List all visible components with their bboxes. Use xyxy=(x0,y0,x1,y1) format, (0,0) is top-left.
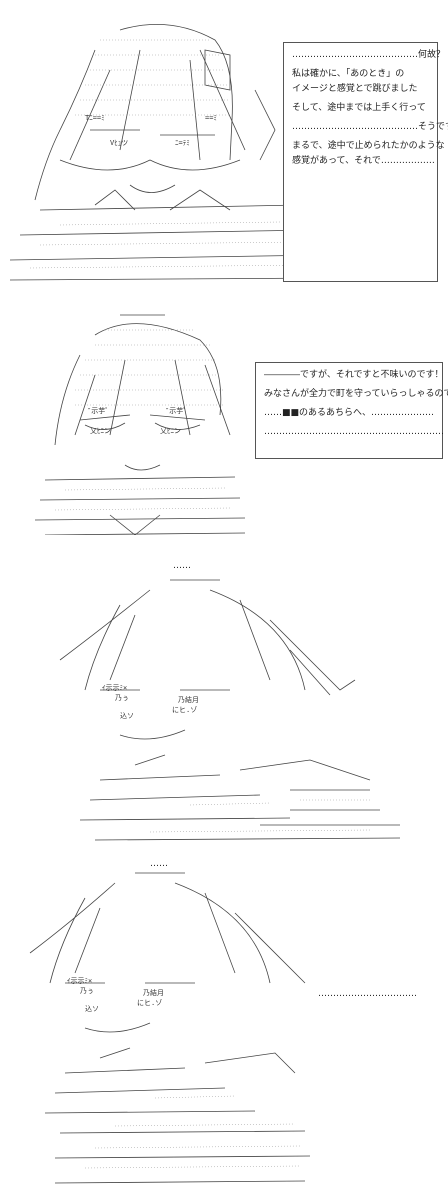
art-text: 込ソ xyxy=(85,1004,99,1013)
bubble-line: イメージと感覚とで跳びました xyxy=(292,84,418,94)
svg-text:乂ﾋﾆン: 乂ﾋﾆン xyxy=(160,427,181,435)
svg-text:″示芋ﾟ: ″示芋ﾟ xyxy=(165,407,187,415)
ellipsis-text: …………………………… xyxy=(318,989,417,999)
art-text: にヒ.ゾ xyxy=(172,706,197,714)
art-text: 乃ぅ xyxy=(115,694,129,702)
bubble-line: 感覚があって、それで……………… xyxy=(292,156,435,166)
svg-text:ﾆ=ﾃﾐ: ﾆ=ﾃﾐ xyxy=(175,139,190,147)
svg-text:Vﾋｭツ: Vﾋｭツ xyxy=(110,139,128,147)
bubble-line: みなさんが全力で町を守っていらっしゃるので xyxy=(264,389,448,399)
bubble-line: …………………………………………………… xyxy=(264,427,444,437)
ascii-art-character-4: ｲ示示ﾐ× 乃結月 にヒ.ゾ 乃ぅ 込ソ xyxy=(15,868,315,1198)
ascii-art-character-3: ｲ示示ﾐ× 乃結月 にヒ.ゾ 乃ぅ 込ソ xyxy=(40,570,410,855)
ascii-art-character-2: ″示芋ﾟ ″示芋ﾟ 乂ﾋﾆン 乂ﾋﾆン xyxy=(25,305,250,535)
bubble-line: まるで、途中で止められたかのような xyxy=(292,141,445,151)
art-text: ｲ示示ﾐ× xyxy=(102,684,127,692)
panel-2: ″示芋ﾟ ″示芋ﾟ 乂ﾋﾆン 乂ﾋﾆン ――――ですが、それですと不味いのです！… xyxy=(0,300,448,540)
svg-text:乂ﾋﾆン: 乂ﾋﾆン xyxy=(90,427,111,435)
panel-3: …… xyxy=(0,560,448,860)
art-text: ｲ示示ﾐ× xyxy=(67,977,92,985)
panel-1: Vﾋｭツ ﾆ=ﾃﾐ Tﾆ==ﾐ ==ﾐ ……………………………………何故？ 私は… xyxy=(0,0,448,290)
bubble-line: ……………………………………何故？ xyxy=(292,50,446,60)
art-text: にヒ.ゾ xyxy=(137,999,162,1007)
bubble-line: ……………………………………そうです xyxy=(292,122,448,132)
speech-bubble-1: ……………………………………何故？ 私は確かに、「あのとき」の イメージと感覚と… xyxy=(283,42,448,282)
bubble-line: そして、途中までは上手く行って xyxy=(292,103,426,113)
svg-text:Tﾆ==ﾐ: Tﾆ==ﾐ xyxy=(85,114,105,122)
speech-bubble-2: ――――ですが、それですと不味いのです！ みなさんが全力で町を守っていらっしゃる… xyxy=(255,362,448,459)
svg-text:″示芋ﾟ: ″示芋ﾟ xyxy=(87,407,109,415)
art-text: 乃結月 xyxy=(143,988,164,997)
bubble-line: ――――ですが、それですと不味いのです！ xyxy=(264,370,444,380)
bubble-line: ……■■のあるあちらへ、………………… xyxy=(264,408,435,418)
art-text: 込ソ xyxy=(120,711,134,720)
panel-4: …… xyxy=(0,858,448,1200)
bubble-line: 私は確かに、「あのとき」の xyxy=(292,69,405,79)
svg-text:==ﾐ: ==ﾐ xyxy=(205,114,217,122)
art-text: 乃結月 xyxy=(178,695,199,704)
art-text: 乃ぅ xyxy=(80,987,94,995)
ellipsis-text: …… xyxy=(150,859,168,869)
ascii-art-character-1: Vﾋｭツ ﾆ=ﾃﾐ Tﾆ==ﾐ ==ﾐ xyxy=(0,10,335,285)
ellipsis-text: …… xyxy=(173,561,191,571)
